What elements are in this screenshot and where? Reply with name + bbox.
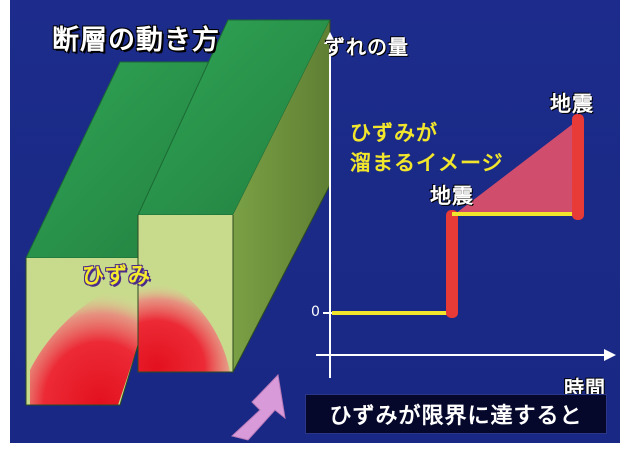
accumulation-text: ひずみが 溜まるイメージ [350,118,504,178]
y-axis-arrowhead [324,32,336,44]
zero-tick-label: 0 [311,304,320,320]
accumulation-text-line-1: ひずみが [350,121,438,145]
caption-box: ひずみが限界に達すると [305,394,607,434]
x-axis-arrowhead [604,349,616,361]
right-block-side [233,20,330,372]
earthquake-jump-2 [572,114,584,220]
strain-glow-left [30,284,138,405]
strain-glow-right [138,282,230,372]
y-axis-label: ずれの量 [325,35,409,59]
graph [316,32,616,378]
slide-title: 断層の動き方 [52,25,220,56]
earthquake-jump-1 [446,210,458,318]
caption-text: ひずみが限界に達すると [329,404,583,429]
earthquake-label-2: 地震 [550,92,594,116]
pointer-arrow [230,373,286,441]
strain-accumulation-area [455,120,578,214]
earthquake-label-1: 地震 [430,184,474,208]
pointer-arrow-shape [230,373,286,441]
strain-label: ひずみ [82,264,152,289]
strain-glow [30,282,230,405]
accumulation-text-line-2: 溜まるイメージ [350,151,504,175]
